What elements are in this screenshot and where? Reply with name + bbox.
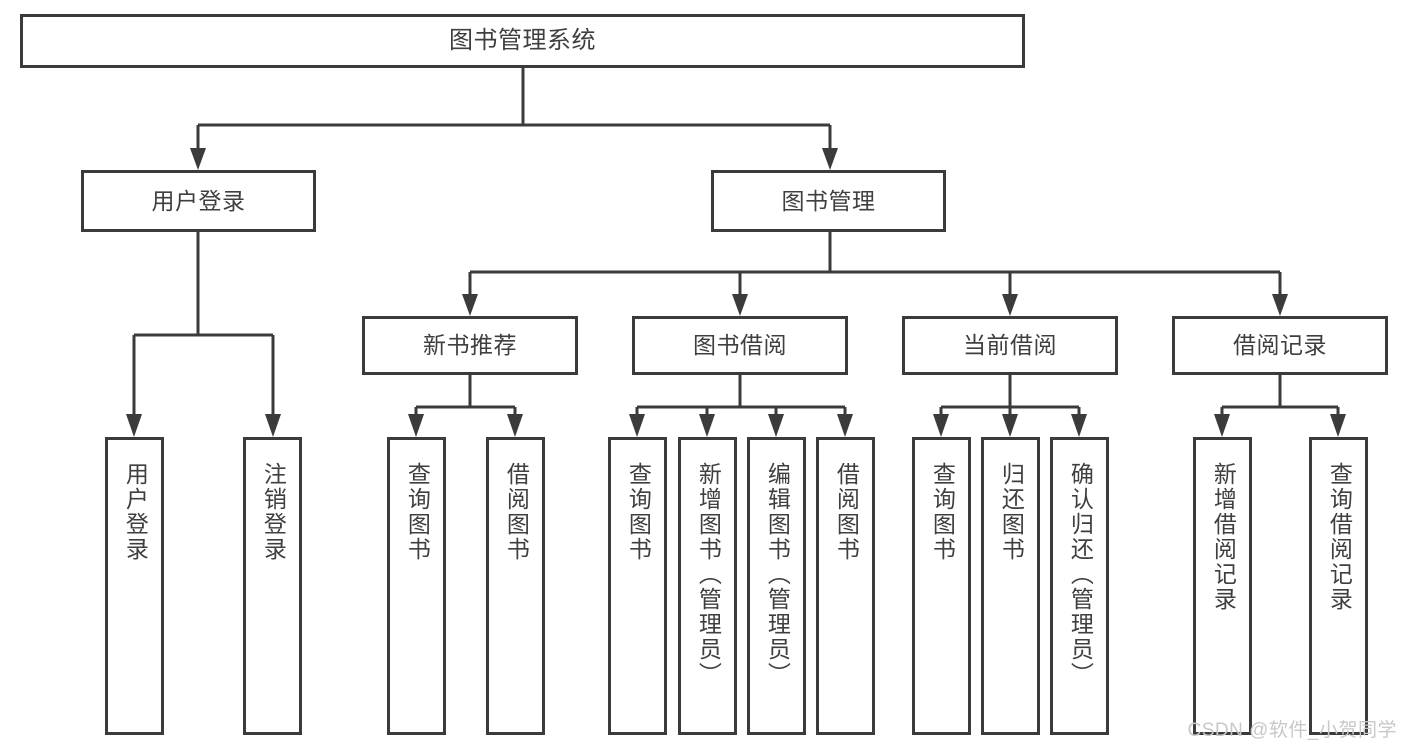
leaf-user-login-label: 用户登录 (122, 462, 149, 562)
node-book-borrow[interactable]: 图书借阅 (632, 316, 848, 375)
node-current-borrow[interactable]: 当前借阅 (902, 316, 1118, 375)
node-new-book-recommendation-label: 新书推荐 (423, 332, 517, 358)
leaf-borrow-book-2[interactable]: 借阅图书 (816, 437, 875, 735)
arrow-cb-leaf-3 (1071, 414, 1087, 437)
arrow-bb-leaf-3 (768, 414, 784, 437)
arrow-bm-to-borrowrecord (1272, 294, 1288, 316)
arrow-newbook-leaf-1 (408, 414, 424, 437)
leaf-add-book[interactable]: 新增图书（管理员） (678, 437, 737, 735)
node-borrow-record[interactable]: 借阅记录 (1172, 316, 1388, 375)
arrow-cb-leaf-1 (933, 414, 949, 437)
leaf-add-record[interactable]: 新增借阅记录 (1193, 437, 1252, 735)
leaf-query-book-2[interactable]: 查询图书 (608, 437, 667, 735)
leaf-edit-book[interactable]: 编辑图书（管理员） (747, 437, 806, 735)
leaf-borrow-book-1[interactable]: 借阅图书 (486, 437, 545, 735)
leaf-confirm-return-label: 确认归还（管理员） (1067, 462, 1094, 687)
leaf-return-book[interactable]: 归还图书 (981, 437, 1040, 735)
leaf-confirm-return[interactable]: 确认归还（管理员） (1050, 437, 1109, 735)
leaf-logout[interactable]: 注销登录 (243, 437, 302, 735)
node-book-borrow-label: 图书借阅 (693, 332, 787, 358)
node-book-management-label: 图书管理 (781, 187, 876, 214)
leaf-query-record[interactable]: 查询借阅记录 (1309, 437, 1368, 735)
arrow-newbook-leaf-2 (507, 414, 523, 437)
leaf-query-book-3-label: 查询图书 (929, 462, 956, 562)
node-root-label: 图书管理系统 (449, 27, 596, 54)
arrow-br-leaf-1 (1214, 414, 1230, 437)
arrow-bb-leaf-2 (699, 414, 715, 437)
arrow-userlogin-leaf-1 (126, 414, 142, 437)
leaf-borrow-book-2-label: 借阅图书 (833, 462, 860, 562)
csdn-watermark: CSDN @软件_小贺同学 (1187, 720, 1397, 741)
leaf-add-record-label: 新增借阅记录 (1210, 462, 1237, 612)
node-user-login-label: 用户登录 (151, 187, 246, 214)
arrow-cb-leaf-2 (1002, 414, 1018, 437)
leaf-return-book-label: 归还图书 (998, 462, 1025, 562)
leaf-edit-book-label: 编辑图书（管理员） (764, 462, 791, 687)
node-borrow-record-label: 借阅记录 (1233, 332, 1327, 358)
arrow-root-to-userlogin (190, 148, 206, 170)
leaf-logout-label: 注销登录 (260, 462, 287, 562)
leaf-query-book-2-label: 查询图书 (625, 462, 652, 562)
arrow-root-to-bookmanage (822, 148, 838, 170)
leaf-borrow-book-1-label: 借阅图书 (503, 462, 530, 562)
node-new-book-recommendation[interactable]: 新书推荐 (362, 316, 578, 375)
arrow-bb-leaf-4 (837, 414, 853, 437)
arrow-bb-leaf-1 (629, 414, 645, 437)
leaf-user-login[interactable]: 用户登录 (105, 437, 164, 735)
arrow-bm-to-bookborrow (732, 294, 748, 316)
node-book-management[interactable]: 图书管理 (711, 170, 946, 232)
node-root-book-management-system[interactable]: 图书管理系统 (20, 14, 1025, 68)
leaf-query-book-1[interactable]: 查询图书 (387, 437, 446, 735)
arrow-bm-to-currentborrow (1002, 294, 1018, 316)
leaf-query-record-label: 查询借阅记录 (1326, 462, 1353, 612)
leaf-add-book-label: 新增图书（管理员） (695, 462, 722, 687)
leaf-query-book-1-label: 查询图书 (404, 462, 431, 562)
leaf-query-book-3[interactable]: 查询图书 (912, 437, 971, 735)
node-current-borrow-label: 当前借阅 (963, 332, 1057, 358)
arrow-bm-to-newbook (462, 294, 478, 316)
node-user-login[interactable]: 用户登录 (81, 170, 316, 232)
arrow-userlogin-leaf-2 (265, 414, 281, 437)
arrow-br-leaf-2 (1330, 414, 1346, 437)
